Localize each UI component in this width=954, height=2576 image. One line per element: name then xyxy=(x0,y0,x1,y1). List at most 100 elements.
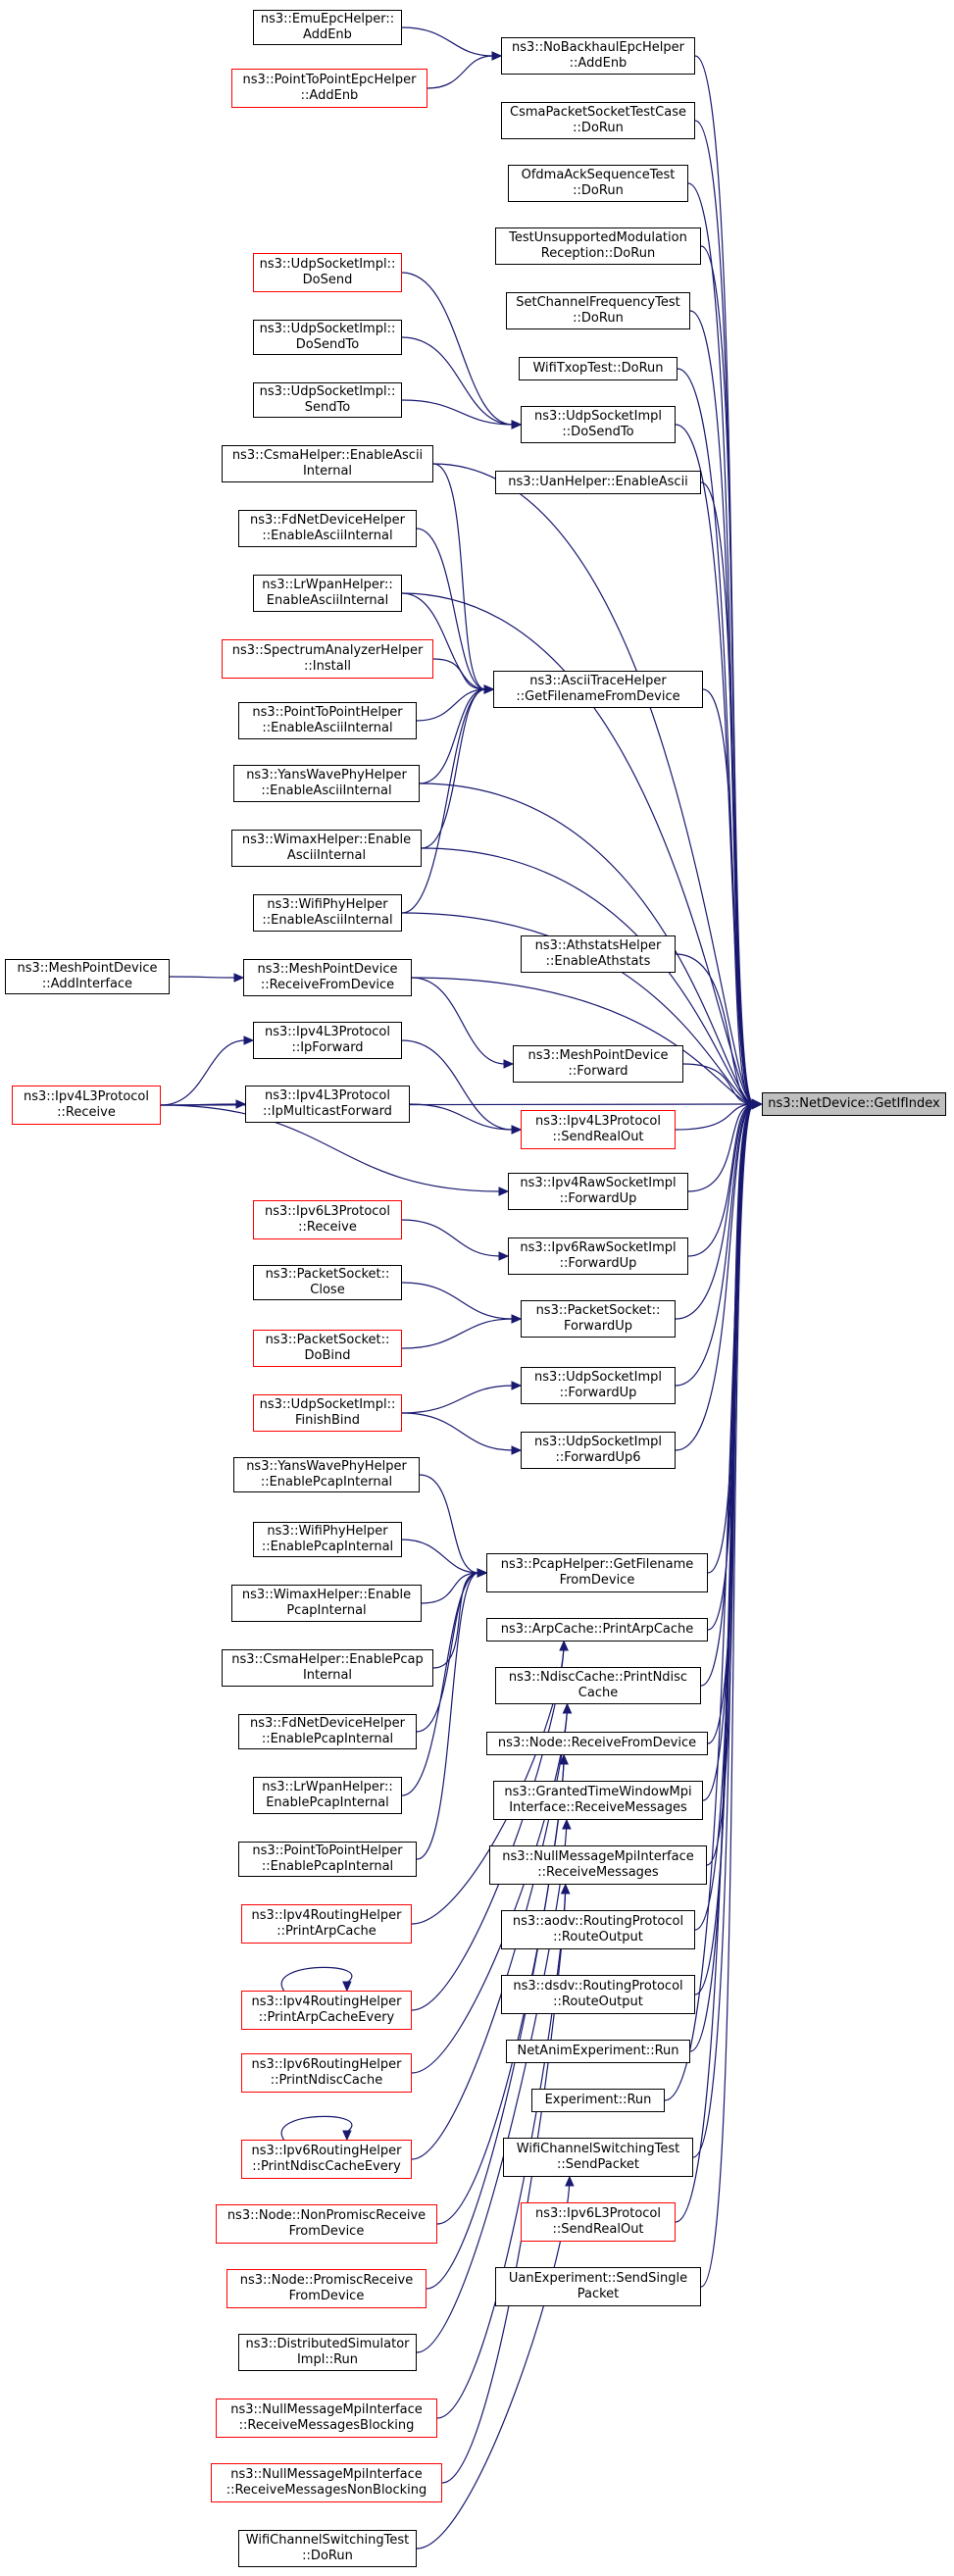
node-udp-dosendto-mid[interactable]: ns3::UdpSocketImpl ::DoSendTo xyxy=(521,406,676,443)
node-emu-epc-addenb[interactable]: ns3::EmuEpcHelper:: AddEnb xyxy=(253,10,402,45)
node-wifi-txop[interactable]: WifiTxopTest::DoRun xyxy=(519,357,678,380)
node-nullmsg-blocking[interactable]: ns3::NullMessageMpiInterface ::ReceiveMe… xyxy=(216,2399,437,2438)
node-ipv6routing-printndisc[interactable]: ns3::Ipv6RoutingHelper ::PrintNdiscCache xyxy=(241,2053,412,2093)
node-ipv4routing-printarp[interactable]: ns3::Ipv4RoutingHelper ::PrintArpCache xyxy=(241,1904,412,1944)
edge-udp-forwardup6-to-target xyxy=(675,1103,755,1451)
arrowhead xyxy=(477,1568,488,1578)
node-p2p-enable-ascii[interactable]: ns3::PointToPointHelper ::EnableAsciiInt… xyxy=(238,702,417,739)
arrowhead xyxy=(483,684,495,694)
node-spectrum-install[interactable]: ns3::SpectrumAnalyzerHelper ::Install xyxy=(222,639,433,679)
node-p2p-enable-pcap[interactable]: ns3::PointToPointHelper ::EnablePcapInte… xyxy=(238,1842,417,1877)
node-ipv6routing-printndiscevery[interactable]: ns3::Ipv6RoutingHelper ::PrintNdiscCache… xyxy=(241,2140,412,2179)
node-csma-packet-socket[interactable]: CsmaPacketSocketTestCase ::DoRun xyxy=(501,102,695,139)
node-mesh-forward[interactable]: ns3::MeshPointDevice ::Forward xyxy=(513,1045,683,1083)
edge-mesh-addinterface-to-mesh-receive xyxy=(169,976,236,979)
node-p2p-epc-addenb[interactable]: ns3::PointToPointEpcHelper ::AddEnb xyxy=(231,69,427,108)
node-ipv6raw-forwardup[interactable]: ns3::Ipv6RawSocketImpl ::ForwardUp xyxy=(508,1237,688,1275)
edge-packetsocket-forwardup-to-target xyxy=(675,1103,755,1320)
node-target-getifindex[interactable]: ns3::NetDevice::GetIfIndex xyxy=(762,1092,946,1116)
node-athstats[interactable]: ns3::AthstatsHelper ::EnableAthstats xyxy=(521,935,676,973)
arrowhead xyxy=(511,1125,523,1135)
node-udp-sendto[interactable]: ns3::UdpSocketImpl:: SendTo xyxy=(253,382,402,418)
node-distributed-run[interactable]: ns3::DistributedSimulator Impl::Run xyxy=(238,2334,417,2371)
edge-p2p-enable-ascii-to-ascii-trace-getfilename xyxy=(416,688,486,722)
node-nullmsg-nonblocking[interactable]: ns3::NullMessageMpiInterface ::ReceiveMe… xyxy=(211,2463,442,2502)
node-mesh-receive[interactable]: ns3::MeshPointDevice ::ReceiveFromDevice xyxy=(243,959,412,996)
node-udp-forwardup[interactable]: ns3::UdpSocketImpl ::ForwardUp xyxy=(521,1367,676,1404)
node-ipv4l3-receive[interactable]: ns3::Ipv4L3Protocol ::Receive xyxy=(12,1086,161,1125)
node-pcap-getfilename[interactable]: ns3::PcapHelper::GetFilename FromDevice xyxy=(486,1553,708,1592)
node-wimax-enable-ascii[interactable]: ns3::WimaxHelper::Enable AsciiInternal xyxy=(231,830,422,867)
node-packetsocket-dobind[interactable]: ns3::PacketSocket:: DoBind xyxy=(253,1330,402,1367)
node-node-nonpromisc[interactable]: ns3::Node::NonPromiscReceive FromDevice xyxy=(216,2204,437,2244)
node-ipv4routing-printarpevery[interactable]: ns3::Ipv4RoutingHelper ::PrintArpCacheEv… xyxy=(241,1991,412,2030)
arrowhead xyxy=(498,1187,510,1196)
node-netanim-run[interactable]: NetAnimExperiment::Run xyxy=(506,2040,690,2063)
arrowhead xyxy=(560,1883,571,1894)
edge-udp-forwardup-to-target xyxy=(675,1103,755,1387)
edge-csma-enable-ascii-to-target xyxy=(432,463,755,1105)
arrowhead xyxy=(233,973,245,983)
node-uan-sendsingle[interactable]: UanExperiment::SendSingle Packet xyxy=(495,2267,701,2306)
node-udp-finishbind[interactable]: ns3::UdpSocketImpl:: FinishBind xyxy=(253,1394,402,1432)
edge-packetsocket-dobind-to-packetsocket-forwardup xyxy=(401,1318,514,1349)
arrowhead xyxy=(511,1445,523,1455)
node-lrwpan-enable-pcap[interactable]: ns3::LrWpanHelper:: EnablePcapInternal xyxy=(253,1777,402,1814)
node-aodv-routeoutput[interactable]: ns3::aodv::RoutingProtocol ::RouteOutput xyxy=(501,1910,695,1949)
node-mesh-addinterface[interactable]: ns3::MeshPointDevice ::AddInterface xyxy=(5,959,170,994)
node-nobackhaul-addenb[interactable]: ns3::NoBackhaulEpcHelper ::AddEnb xyxy=(501,37,695,75)
node-wifichannel-sendpacket[interactable]: WifiChannelSwitchingTest ::SendPacket xyxy=(503,2138,693,2177)
edge-fdnet-enable-ascii-to-ascii-trace-getfilename xyxy=(416,528,486,690)
node-csma-enable-ascii[interactable]: ns3::CsmaHelper::EnableAscii Internal xyxy=(222,445,433,482)
node-wifiphy-enable-ascii[interactable]: ns3::WifiPhyHelper ::EnableAsciiInternal xyxy=(253,894,402,932)
edge-granted-time-to-target xyxy=(702,1103,755,1801)
edge-udp-dosend-to-udp-dosendto-mid xyxy=(401,272,514,426)
node-test-unsupported[interactable]: TestUnsupportedModulation Reception::DoR… xyxy=(495,227,701,265)
edge-ipv6l3-receive-to-ipv6raw-forwardup xyxy=(401,1219,501,1257)
edge-ipv4l3-receive-to-ipv4l3-ipforward xyxy=(160,1039,246,1106)
node-ipv4l3-ipmulticast[interactable]: ns3::Ipv4L3Protocol ::IpMulticastForward xyxy=(245,1086,410,1123)
edge-ipv4l3-receive-to-ipv4raw-forwardup xyxy=(160,1104,501,1192)
node-ipv6l3-receive[interactable]: ns3::Ipv6L3Protocol ::Receive xyxy=(253,1200,402,1239)
arrowhead xyxy=(511,420,523,429)
arrowhead xyxy=(243,1035,255,1045)
node-yans-enable-ascii[interactable]: ns3::YansWavePhyHelper ::EnableAsciiInte… xyxy=(233,765,420,802)
node-ipv4l3-ipforward[interactable]: ns3::Ipv4L3Protocol ::IpForward xyxy=(253,1022,402,1059)
node-set-channel-freq[interactable]: SetChannelFrequencyTest ::DoRun xyxy=(506,292,690,329)
node-ndisc-print[interactable]: ns3::NdiscCache::PrintNdisc Cache xyxy=(495,1667,701,1704)
node-arpcache-print[interactable]: ns3::ArpCache::PrintArpCache xyxy=(486,1618,708,1642)
node-node-promisc[interactable]: ns3::Node::PromiscReceive FromDevice xyxy=(226,2269,427,2308)
node-csma-enable-pcap[interactable]: ns3::CsmaHelper::EnablePcap Internal xyxy=(222,1649,433,1687)
edge-lrwpan-enable-pcap-to-pcap-getfilename xyxy=(401,1572,479,1796)
edge-ascii-trace-getfilename-to-target xyxy=(702,688,755,1105)
node-uan-enable-ascii[interactable]: ns3::UanHelper::EnableAscii xyxy=(495,471,701,494)
node-lrwpan-enable-ascii[interactable]: ns3::LrWpanHelper:: EnableAsciiInternal xyxy=(253,575,402,612)
node-wimax-enable-pcap[interactable]: ns3::WimaxHelper::Enable PcapInternal xyxy=(231,1585,422,1622)
node-fdnet-enable-pcap[interactable]: ns3::FdNetDeviceHelper ::EnablePcapInter… xyxy=(238,1714,417,1749)
edge-ipv6l3-sendrealout-to-target xyxy=(675,1103,755,2223)
node-experiment-run[interactable]: Experiment::Run xyxy=(531,2089,665,2112)
node-ipv4l3-sendrealout[interactable]: ns3::Ipv4L3Protocol ::SendRealOut xyxy=(521,1110,676,1149)
node-node-receive[interactable]: ns3::Node::ReceiveFromDevice xyxy=(486,1732,708,1755)
node-ipv4raw-forwardup[interactable]: ns3::Ipv4RawSocketImpl ::ForwardUp xyxy=(508,1173,688,1210)
node-packetsocket-forwardup[interactable]: ns3::PacketSocket:: ForwardUp xyxy=(521,1300,676,1338)
node-yans-enable-pcap[interactable]: ns3::YansWavePhyHelper ::EnablePcapInter… xyxy=(233,1457,420,1492)
node-packetsocket-close[interactable]: ns3::PacketSocket:: Close xyxy=(253,1265,402,1300)
node-ascii-trace-getfilename[interactable]: ns3::AsciiTraceHelper ::GetFilenameFromD… xyxy=(493,671,703,708)
node-dsdv-routeoutput[interactable]: ns3::dsdv::RoutingProtocol ::RouteOutput xyxy=(501,1975,695,2014)
node-udp-dosendto-left[interactable]: ns3::UdpSocketImpl:: DoSendTo xyxy=(253,320,402,355)
node-wifichannel-dorun[interactable]: WifiChannelSwitchingTest ::DoRun xyxy=(238,2530,417,2567)
node-wifiphy-enable-pcap[interactable]: ns3::WifiPhyHelper ::EnablePcapInternal xyxy=(253,1522,402,1557)
node-granted-time[interactable]: ns3::GrantedTimeWindowMpi Interface::Rec… xyxy=(493,1781,703,1820)
node-udp-forwardup6[interactable]: ns3::UdpSocketImpl ::ForwardUp6 xyxy=(521,1432,676,1469)
node-ofdma-ack[interactable]: OfdmaAckSequenceTest ::DoRun xyxy=(508,165,688,202)
edge-lrwpan-enable-ascii-to-ascii-trace-getfilename xyxy=(401,592,486,690)
arrowhead xyxy=(562,1702,573,1714)
node-ipv6l3-sendrealout[interactable]: ns3::Ipv6L3Protocol ::SendRealOut xyxy=(521,2202,676,2242)
edge-yans-enable-ascii-to-ascii-trace-getfilename xyxy=(419,688,486,784)
arrowhead xyxy=(491,51,503,61)
edge-ipv4l3-ipforward-to-ipv4l3-sendrealout xyxy=(401,1039,514,1131)
node-udp-dosend[interactable]: ns3::UdpSocketImpl:: DoSend xyxy=(253,253,402,292)
node-nullmsg-receive[interactable]: ns3::NullMessageMpiInterface ::ReceiveMe… xyxy=(489,1845,707,1885)
node-fdnet-enable-ascii[interactable]: ns3::FdNetDeviceHelper ::EnableAsciiInte… xyxy=(238,510,417,547)
